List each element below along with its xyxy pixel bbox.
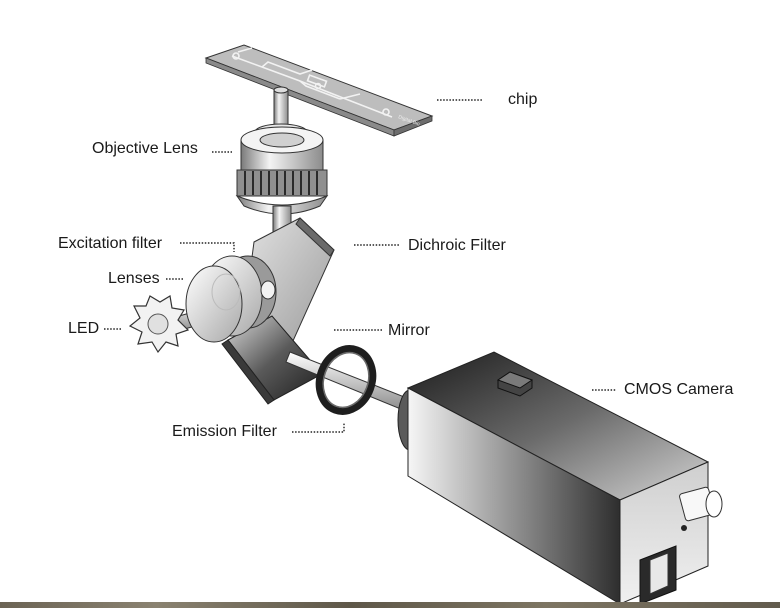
label-excitation-filter: Excitation filter — [58, 235, 163, 252]
leader-excitation — [180, 242, 235, 252]
label-emission-filter: Emission Filter — [172, 423, 277, 440]
objective-stem — [273, 86, 289, 131]
microfluidic-chip: Digital Bio — [204, 44, 434, 137]
camera-top-button — [496, 371, 534, 397]
camera-connector — [679, 486, 723, 531]
label-cmos-camera: CMOS Camera — [624, 381, 734, 398]
label-lenses: Lenses — [108, 270, 160, 287]
emission-filter — [315, 345, 377, 415]
camera-port — [639, 545, 677, 605]
led-emitter — [128, 295, 190, 354]
excitation-filter-and-lenses — [185, 255, 277, 343]
label-led: LED — [68, 320, 100, 337]
label-objective-lens: Objective Lens — [92, 140, 198, 157]
bottom-photo-strip — [0, 602, 780, 608]
cmos-camera — [397, 351, 723, 605]
label-chip: chip — [508, 91, 538, 108]
leader-emission — [292, 422, 345, 433]
label-dichroic-filter: Dichroic Filter — [408, 237, 506, 254]
label-mirror: Mirror — [388, 322, 430, 339]
leader-lines — [104, 99, 616, 433]
